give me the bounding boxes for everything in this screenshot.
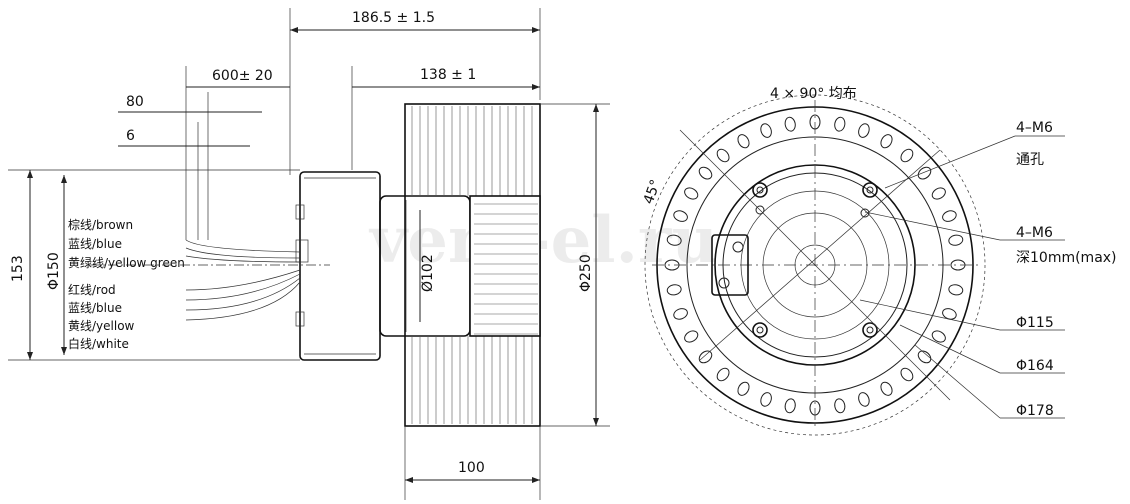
note-4x90: 4 × 90° 均布 [770,86,857,102]
wire-label-white: 白线/white [68,336,129,351]
callout-through-hole: 通孔 [1016,152,1044,168]
vent-hole [684,330,699,343]
dim-overall-length: 186.5 ± 1.5 [352,10,435,26]
vent-hole [931,187,946,200]
callout-4m6-bottom: 4–M6 [1016,225,1053,241]
vent-hole [698,166,713,180]
wire-label-blue-2: 蓝线/blue [68,301,122,315]
front-view: 4 × 90° 均布 45° 4–M6 通孔 4–M6 深10mm(max) Φ… [641,86,1117,436]
vent-hole [698,350,713,364]
dim-153: 153 [10,255,26,282]
callout-phi178: Φ178 [1016,403,1054,419]
callout-phi164: Φ164 [1016,358,1054,374]
wire-label-red: 红线/rod [68,282,116,297]
vent-hole [760,123,772,138]
dim-6: 6 [126,128,135,144]
vent-hole [784,116,796,132]
dim-blade-length: 138 ± 1 [420,67,476,83]
wire-label-yellow: 黄线/yellow [68,319,135,333]
vent-hole [948,284,964,296]
vent-hole [948,234,964,246]
vent-hole [737,134,750,149]
vent-hole [666,284,682,296]
dim-80: 80 [126,94,144,110]
vent-hole [684,187,699,200]
vent-hole [666,234,682,246]
vent-hole [858,392,870,407]
vent-hole [880,381,893,396]
dim-100: 100 [458,460,485,476]
vent-hole [917,350,932,364]
wire-label-blue-1: 蓝线/blue [68,237,122,251]
dim-phi150: Φ150 [46,252,62,290]
callout-phi115: Φ115 [1016,315,1054,331]
bolt-hole [862,322,878,338]
vent-hole [917,166,932,180]
bolt-hole [752,322,768,338]
vent-hole [760,392,772,407]
vent-hole [900,148,914,163]
vent-hole [880,134,893,149]
side-view: 186.5 ± 1.5 600± 20 138 ± 1 80 6 153 Φ15… [8,8,610,500]
vent-hole [834,116,846,132]
dim-phi102: Ø102 [420,254,436,292]
vent-hole [784,398,796,414]
vent-hole [834,398,846,414]
vent-hole [716,367,730,382]
vent-hole [931,330,946,343]
vent-hole [673,308,688,320]
dim-phi250: Φ250 [578,254,594,292]
callout-depth: 深10mm(max) [1016,250,1117,266]
wire-label-yellow-green: 黄绿线/yellow green [68,255,185,270]
tapped-hole [755,205,765,215]
vent-hole [858,123,870,138]
vent-hole [737,381,750,396]
vent-hole [900,367,914,382]
callout-4m6-top: 4–M6 [1016,120,1053,136]
vent-hole [716,148,730,163]
bolt-hole [862,182,878,198]
vent-hole [673,210,688,222]
bolt-hole [752,182,768,198]
note-45deg: 45° [641,178,665,207]
watermark: vent-el.ru [368,203,718,278]
vent-hole [942,210,957,222]
wire-label-brown: 棕线/brown [68,217,133,232]
dim-cable-length: 600± 20 [212,68,273,84]
